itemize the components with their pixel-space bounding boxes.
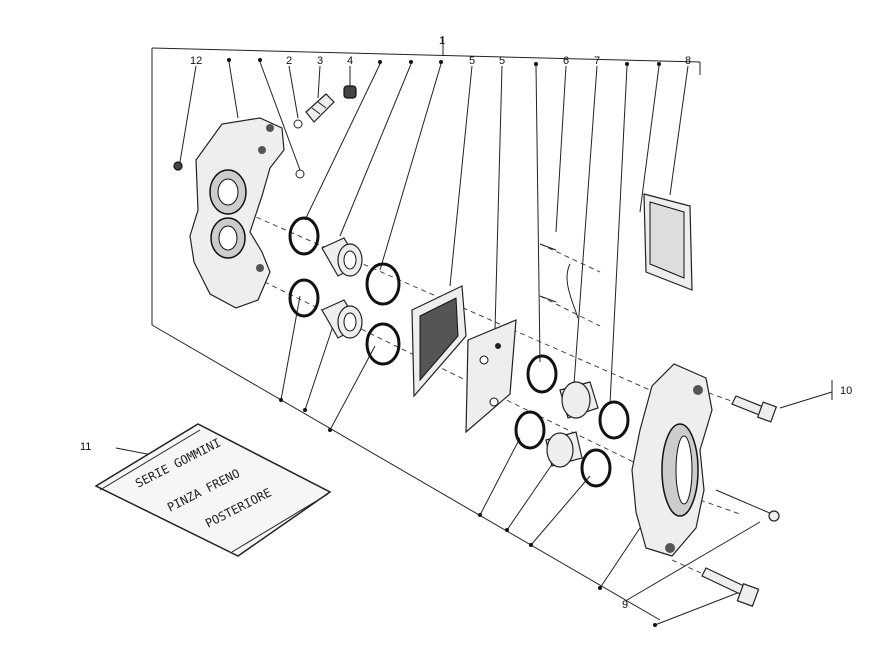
bleeder-cap (343, 85, 357, 99)
callout-numbers: 1 12 2 3 4 5 5 6 7 8 10 11 9 (80, 35, 852, 611)
through-pin (715, 489, 780, 522)
leader-dots (227, 58, 661, 627)
callout-1: 1 (439, 35, 445, 47)
callout-2: 2 (286, 55, 292, 67)
seal-kit-bag: SERIE GOMMINI PINZA FRENO POSTERIORE (94, 423, 332, 557)
leader-lines (115, 61, 833, 626)
right-caliper-half (631, 363, 713, 557)
anti-rattle-shim (465, 319, 517, 434)
bleeder-screw (305, 93, 335, 123)
callout-4: 4 (347, 55, 353, 67)
callout-10: 10 (840, 385, 852, 397)
small-o-rings (173, 119, 305, 179)
mounting-bolt-upper (731, 395, 778, 423)
assembly-bracket (151, 36, 701, 621)
pad-pins-and-spring (539, 243, 579, 319)
callout-5b: 5 (499, 55, 505, 67)
callout-9: 9 (622, 599, 628, 611)
left-brake-pad (411, 285, 467, 398)
left-seals-and-pistons (288, 216, 401, 366)
callout-11: 11 (80, 441, 91, 453)
callout-3: 3 (317, 55, 323, 67)
right-brake-pad (643, 193, 693, 291)
callout-8: 8 (685, 55, 691, 67)
left-caliper-half (189, 117, 285, 309)
callout-7: 7 (594, 55, 600, 67)
mounting-bolt-lower (701, 567, 760, 607)
callout-5a: 5 (469, 55, 475, 67)
callout-12: 12 (190, 55, 202, 67)
callout-6: 6 (563, 55, 569, 67)
right-seals-and-pistons (514, 354, 630, 488)
